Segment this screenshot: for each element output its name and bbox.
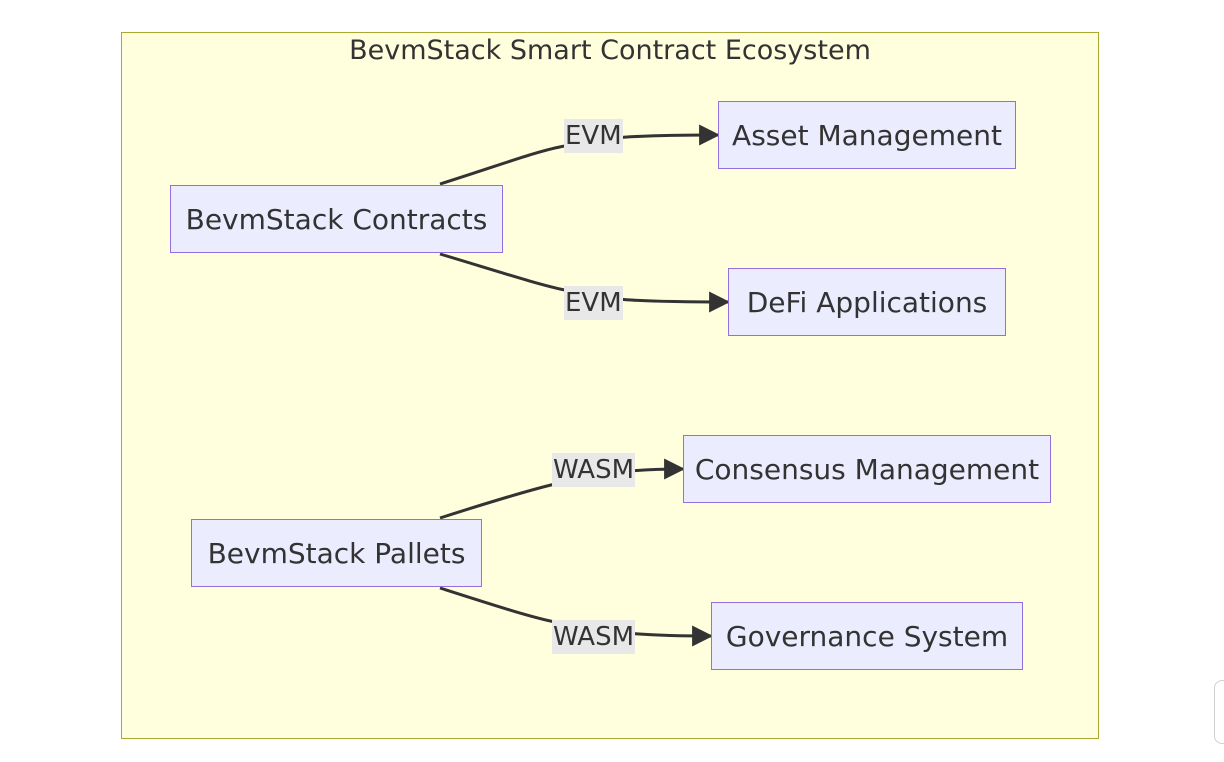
edge-label-evm-asset: EVM	[564, 119, 623, 153]
cluster-title: BevmStack Smart Contract Ecosystem	[349, 35, 871, 66]
edge-label-evm-defi: EVM	[564, 286, 623, 320]
node-defi-applications: DeFi Applications	[728, 268, 1006, 336]
node-bevmstack-contracts: BevmStack Contracts	[170, 185, 503, 253]
edge-label-wasm-governance: WASM	[552, 620, 636, 654]
node-consensus-management: Consensus Management	[683, 435, 1051, 503]
node-bevmstack-pallets: BevmStack Pallets	[191, 519, 482, 587]
node-governance-system: Governance System	[711, 602, 1023, 670]
scroll-widget[interactable]	[1214, 680, 1224, 744]
edge-label-wasm-consensus: WASM	[552, 453, 636, 487]
node-asset-management: Asset Management	[718, 101, 1016, 169]
